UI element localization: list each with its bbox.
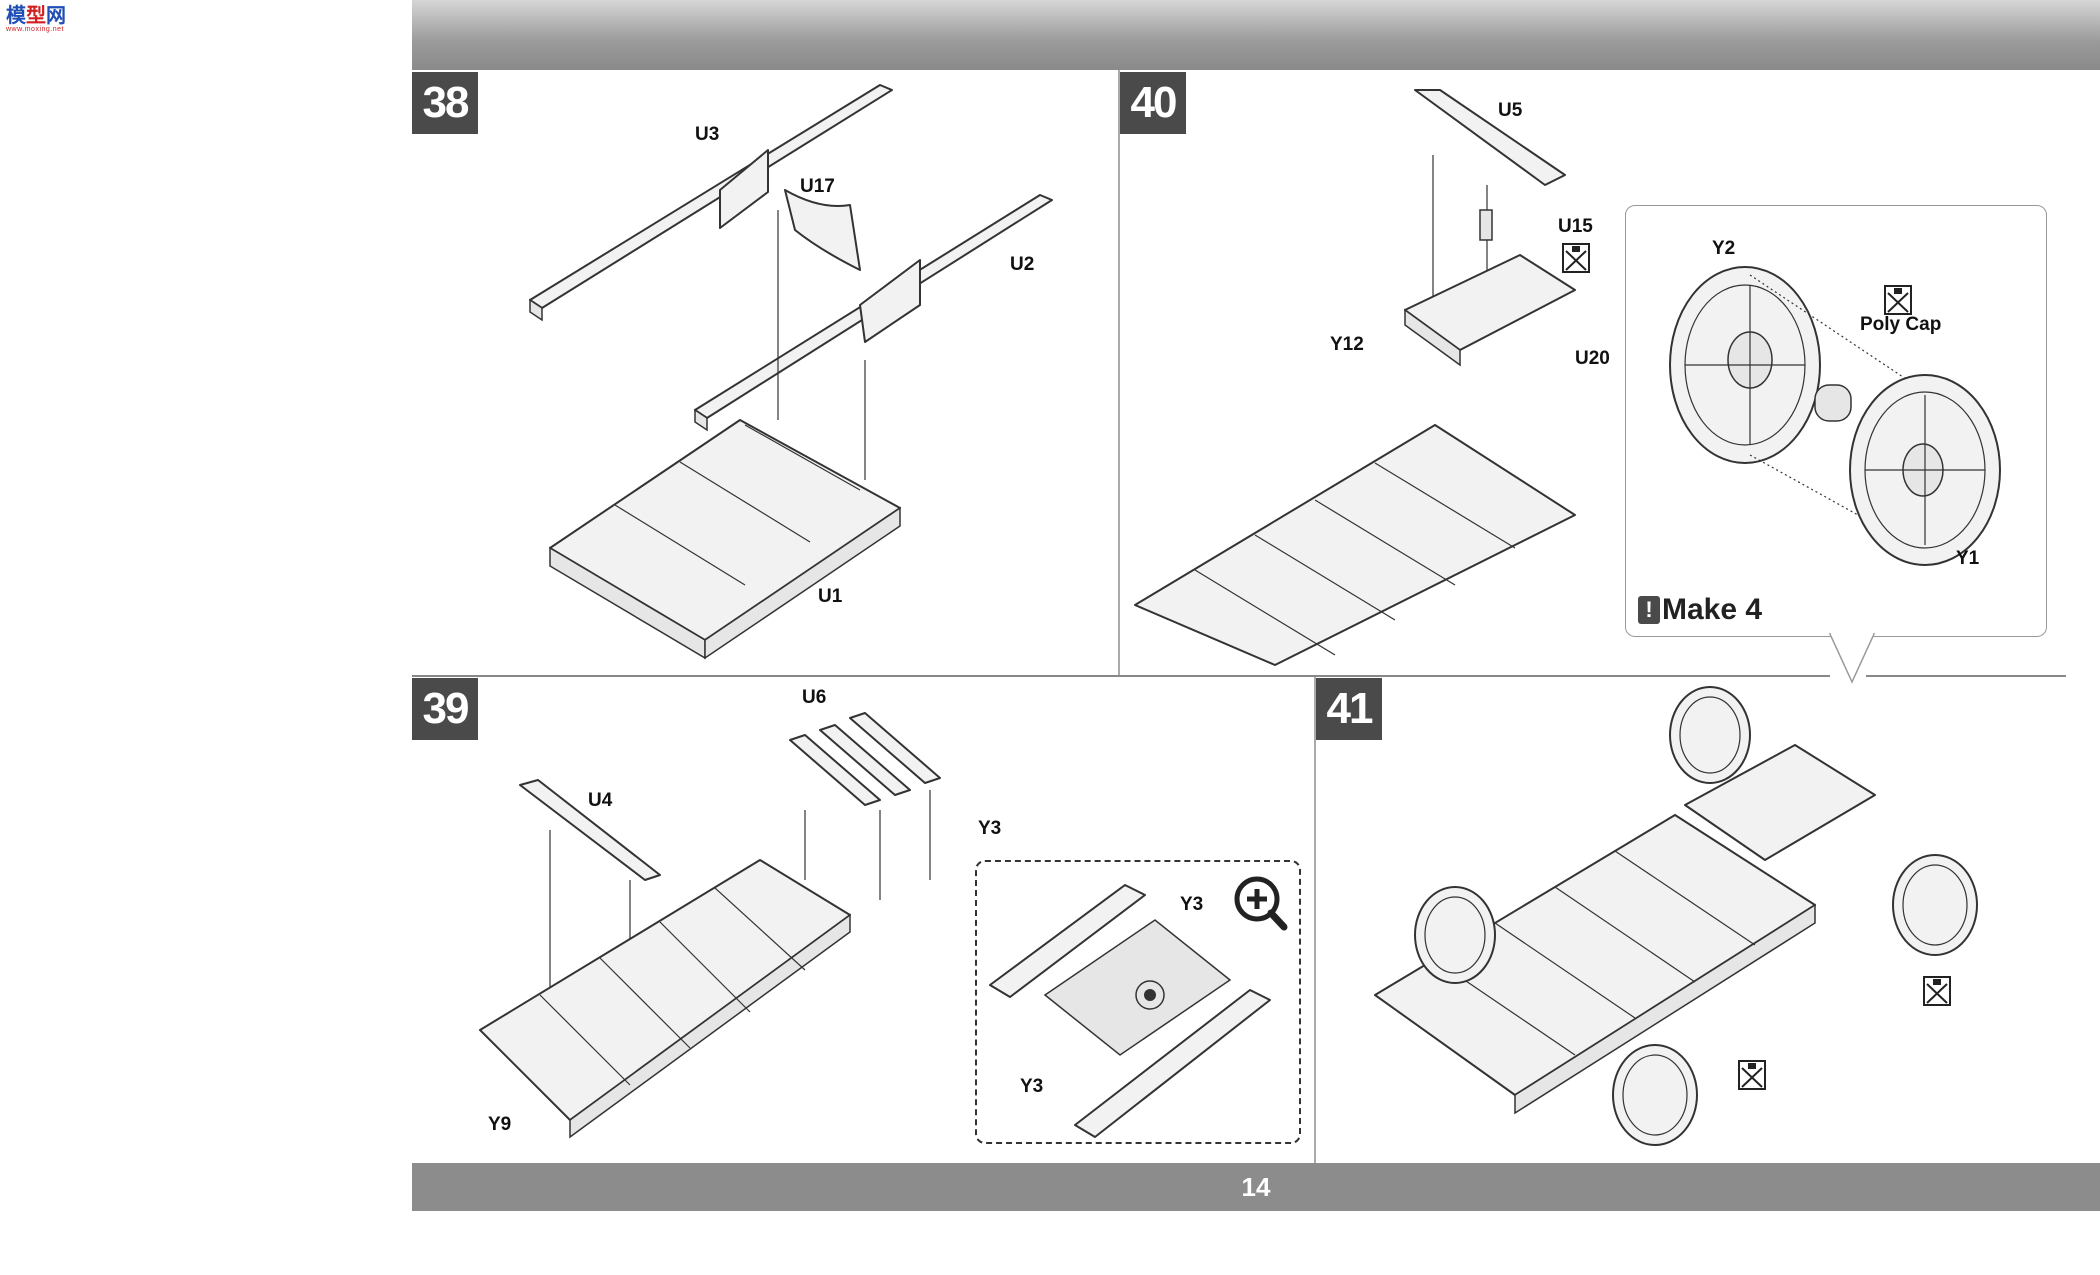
part-u17: [784, 189, 861, 271]
step-39-badge: 39: [412, 678, 478, 740]
wheel-assembly-illustration: [1669, 266, 2001, 566]
frame-39: [479, 859, 851, 1121]
divider-row-right: [1866, 675, 2066, 677]
label-u17: U17: [800, 176, 835, 197]
label-u15: U15: [1558, 216, 1593, 237]
divider-row: [412, 675, 1830, 677]
footer-bar: 14: [412, 1163, 2100, 1211]
step-40-illustration: [1134, 89, 1576, 666]
base-u1: [549, 419, 901, 641]
wheel-back-left: [1669, 686, 1751, 784]
label-y1: Y1: [1956, 548, 1980, 569]
label-u6: U6: [802, 687, 827, 708]
axle-u4: [519, 779, 661, 881]
step-39-illustration: [479, 712, 941, 1139]
label-u3: U3: [695, 124, 720, 145]
step-40-badge: 40: [1120, 72, 1186, 134]
label-y2: Y2: [1712, 238, 1736, 259]
no-glue-icon: [1884, 285, 1912, 315]
step-41-illustration: [1374, 686, 1978, 1146]
rail-u3: [529, 84, 893, 309]
no-glue-icon: [1923, 976, 1951, 1006]
label-u2: U2: [1010, 254, 1035, 275]
logo-char-1: 模: [6, 5, 26, 27]
attention-icon: !: [1638, 596, 1660, 624]
detail-illustration: [989, 884, 1271, 1138]
poly-cap-label: Poly Cap: [1860, 314, 1942, 335]
wheel-back-right: [1892, 854, 1978, 956]
part-u6-c: [849, 712, 941, 784]
make-4-note: ! Make 4: [1638, 593, 1762, 627]
part-u6-a: [789, 734, 881, 806]
label-u4: U4: [588, 790, 613, 811]
part-u15: [1479, 209, 1493, 241]
bogie-41: [1684, 744, 1876, 861]
callout-pointer: [1828, 632, 1876, 684]
header-bar: [412, 0, 2100, 70]
axle-u5: [1414, 89, 1566, 186]
page-number: 14: [1241, 1172, 1271, 1202]
wheel-rear-right: [1612, 1044, 1698, 1146]
step-41-badge: 41: [1316, 678, 1382, 740]
label-u20: U20: [1575, 348, 1610, 369]
no-glue-icon: [1562, 243, 1590, 273]
logo-url: www.moxing.net: [6, 26, 64, 33]
make-4-label: Make 4: [1662, 593, 1763, 626]
poly-cap-part: [1814, 384, 1852, 422]
detail-label-y3-top: Y3: [1180, 894, 1204, 915]
label-y3: Y3: [978, 818, 1002, 839]
label-y9: Y9: [488, 1114, 512, 1135]
no-glue-icon: [1738, 1060, 1766, 1090]
frame-40: [1134, 424, 1576, 666]
label-u5: U5: [1498, 100, 1523, 121]
detail-label-y3-bottom: Y3: [1020, 1076, 1044, 1097]
label-u1: U1: [818, 586, 843, 607]
step-38-badge: 38: [412, 72, 478, 134]
logo-char-3: 网: [46, 5, 66, 27]
part-u6-b: [819, 724, 911, 796]
logo-char-2: 型: [26, 5, 46, 27]
label-y12: Y12: [1330, 334, 1364, 355]
site-logo: 模型网 www.moxing.net: [6, 6, 70, 40]
divider-39-41: [1314, 677, 1316, 1163]
wheel-front-left: [1414, 886, 1496, 984]
zoom-in-icon: [1234, 876, 1288, 931]
divider-38-40: [1118, 70, 1120, 675]
step-38-illustration: [529, 84, 1053, 660]
